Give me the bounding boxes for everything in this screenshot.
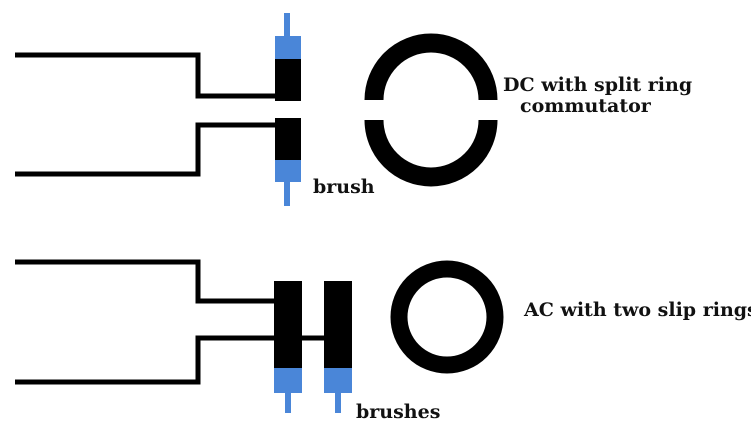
- ac-wire-lower: [15, 335, 276, 385]
- split-ring-upper-half: [364, 33, 498, 101]
- slip-ring-2: [324, 281, 352, 368]
- brushes-label: brushes: [356, 401, 440, 423]
- dc-section: DC with split ring commutator brush: [15, 13, 692, 206]
- split-ring-lower-half: [364, 119, 498, 187]
- ac-brush-1: [274, 368, 302, 413]
- ac-brush-2: [324, 368, 352, 413]
- dc-brush-lower: [275, 160, 301, 206]
- ac-label: AC with two slip rings: [523, 299, 751, 321]
- ac-section: AC with two slip rings brushes: [15, 259, 751, 423]
- slip-ring-end-view: [390, 260, 504, 374]
- dc-brush-upper: [275, 13, 301, 59]
- dc-label-line2: commutator: [520, 95, 652, 117]
- ac-wire-upper: [15, 259, 276, 304]
- dc-label-line1: DC with split ring: [503, 74, 692, 96]
- dc-commutator-segment-upper: [275, 59, 301, 101]
- brush-label: brush: [313, 176, 375, 198]
- dc-commutator-segment-lower: [275, 118, 301, 160]
- dc-wire-lower: [15, 122, 276, 177]
- split-ring-commutator: [364, 33, 498, 187]
- dc-wire-upper: [15, 52, 276, 99]
- slip-ring-1: [274, 281, 302, 368]
